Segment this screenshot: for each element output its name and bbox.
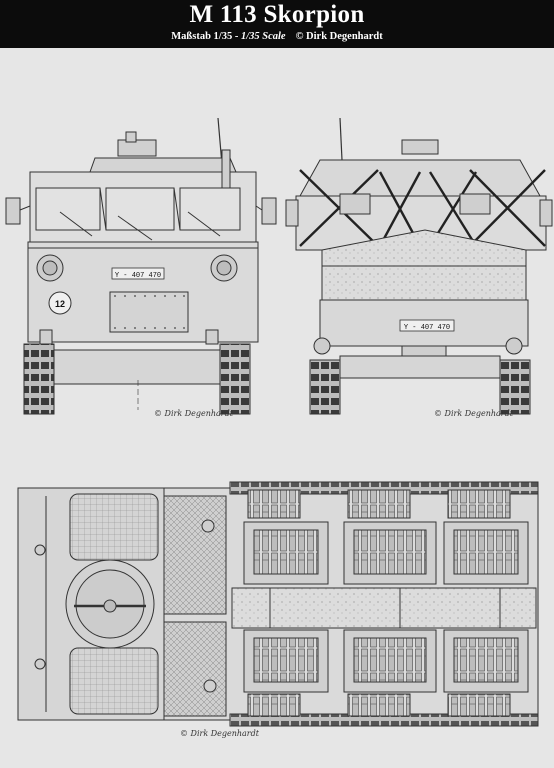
rear-view: Y - 407 470 [285, 117, 553, 415]
header-bar: M 113 Skorpion Maßstab 1/35 - 1/35 Scale… [0, 0, 554, 48]
rear-plate: Y - 407 470 [404, 324, 450, 332]
tactical-number: 12 [55, 299, 65, 309]
drawing-sheet: Y - 407 470 12 [0, 48, 554, 768]
page-title: M 113 Skorpion [189, 1, 365, 28]
front-view: Y - 407 470 12 [5, 117, 277, 415]
top-view [17, 481, 539, 727]
front-view-credit: © Dirk Degenhardt [154, 409, 233, 418]
scale-label: Maßstab 1/35 - [171, 31, 241, 42]
page-subtitle: Maßstab 1/35 - 1/35 Scale © Dirk Degenhar… [0, 31, 554, 42]
rear-view-credit: © Dirk Degenhardt [434, 409, 513, 418]
copyright-text: © Dirk Degenhardt [295, 31, 383, 42]
blueprint-drawing: Y - 407 470 12 [5, 117, 553, 727]
front-plate: Y - 407 470 [115, 272, 161, 280]
top-view-credit: © Dirk Degenhardt [180, 729, 259, 738]
scale-label-en: 1/35 Scale [240, 31, 286, 42]
